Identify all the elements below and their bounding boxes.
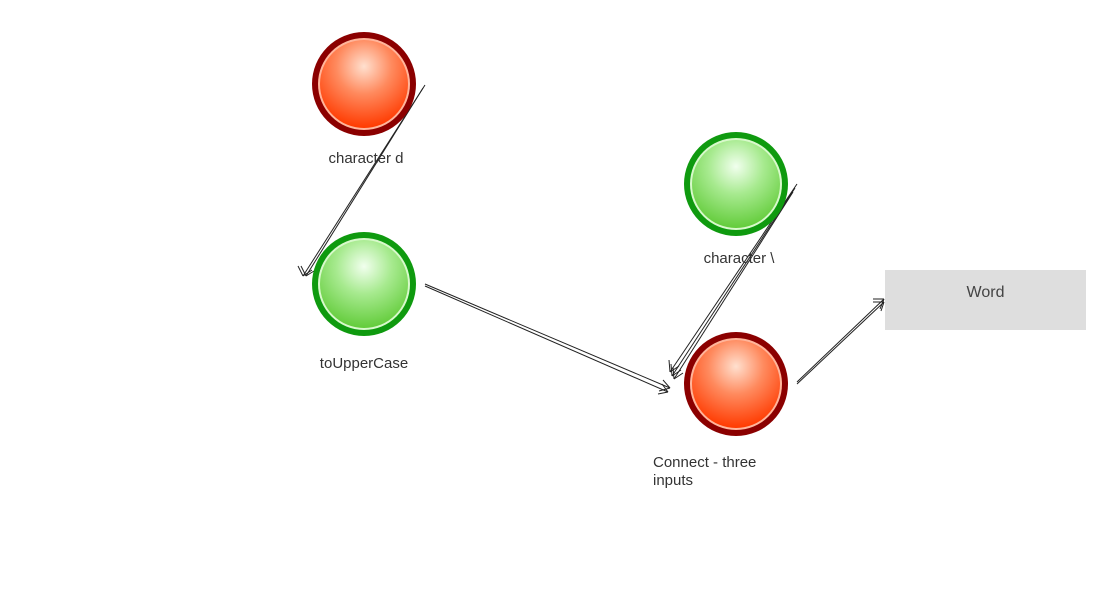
node-label-character-d: character d <box>328 150 404 167</box>
edges <box>297 84 885 395</box>
node-label-to-upper-case: toUpperCase <box>319 355 409 372</box>
node-fill <box>692 340 780 428</box>
node-character-backslash[interactable] <box>684 132 788 236</box>
edge-char-d-to-upper[interactable] <box>297 84 426 277</box>
node-character-d[interactable] <box>312 32 416 136</box>
node-connect-three-inputs[interactable] <box>684 332 788 436</box>
node-label-connect-three-inputs: Connect - three inputs <box>653 454 757 489</box>
node-to-upper-case[interactable] <box>312 232 416 336</box>
node-fill <box>320 40 408 128</box>
node-fill <box>692 140 780 228</box>
output-word-label: Word <box>966 284 1005 301</box>
edge-to-upper-to-connect[interactable] <box>424 283 671 395</box>
node-label-character-backslash: character \ <box>703 250 775 267</box>
node-fill <box>320 240 408 328</box>
output-word-box[interactable]: Word <box>885 270 1086 330</box>
edge-connect-to-word[interactable] <box>796 298 885 385</box>
